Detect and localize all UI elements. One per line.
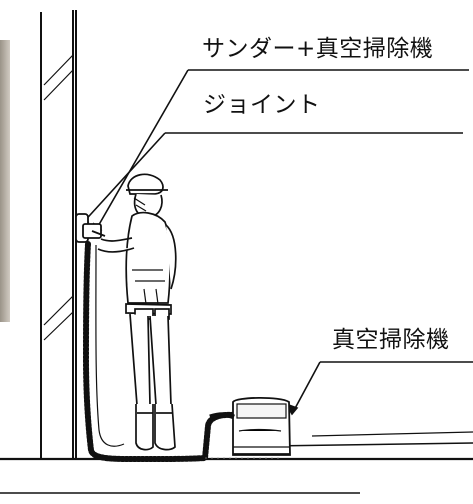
- power-cord: [95, 244, 125, 447]
- photo-strip: [0, 40, 10, 322]
- joint-label: ジョイント: [203, 92, 321, 118]
- vacuum-hose: [82, 241, 237, 463]
- sander-vacuum-label: サンダー+真空掃除機: [202, 36, 434, 62]
- floor-pattern: [203, 455, 279, 459]
- vacuum-cleaner-icon: [209, 396, 291, 456]
- vacuum-cleaner-label: 真空掃除機: [332, 327, 450, 353]
- wall-column: [40, 10, 77, 458]
- hand-sander-icon: [75, 213, 106, 243]
- worker-with-helmet-icon: [97, 173, 177, 451]
